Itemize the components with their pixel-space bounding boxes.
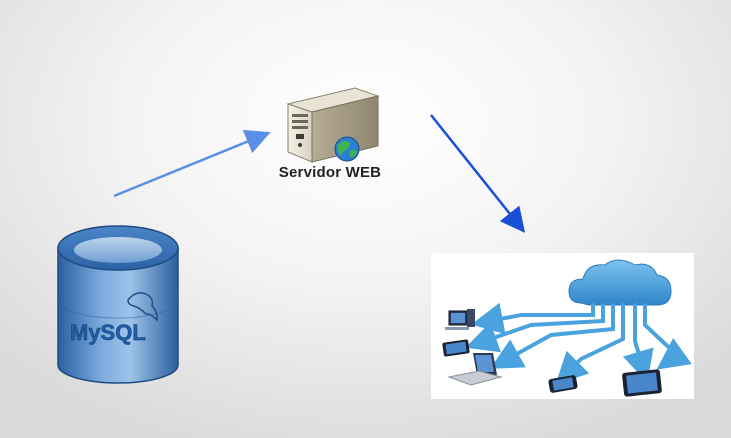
arrow-server-to-cloud — [430, 114, 526, 233]
tablet-icon-right — [622, 369, 662, 397]
tablet-icon — [442, 339, 470, 357]
globe-icon — [334, 136, 360, 162]
mysql-database-icon: MySQL — [57, 225, 179, 384]
mysql-logo-text: MySQL — [70, 320, 146, 345]
cloud-icon — [568, 259, 672, 306]
arrow-db-to-server — [113, 129, 271, 198]
web-server-icon — [286, 87, 380, 163]
smartphone-icon — [548, 375, 578, 393]
server-label: Servidor WEB — [278, 164, 382, 181]
desktop-computer-icon — [445, 309, 475, 330]
connection-lines — [465, 302, 692, 385]
dolphin-icon — [127, 292, 158, 322]
laptop-icon — [447, 353, 503, 386]
cloud-network-panel — [431, 253, 694, 399]
cloud-network-icon — [442, 259, 692, 397]
